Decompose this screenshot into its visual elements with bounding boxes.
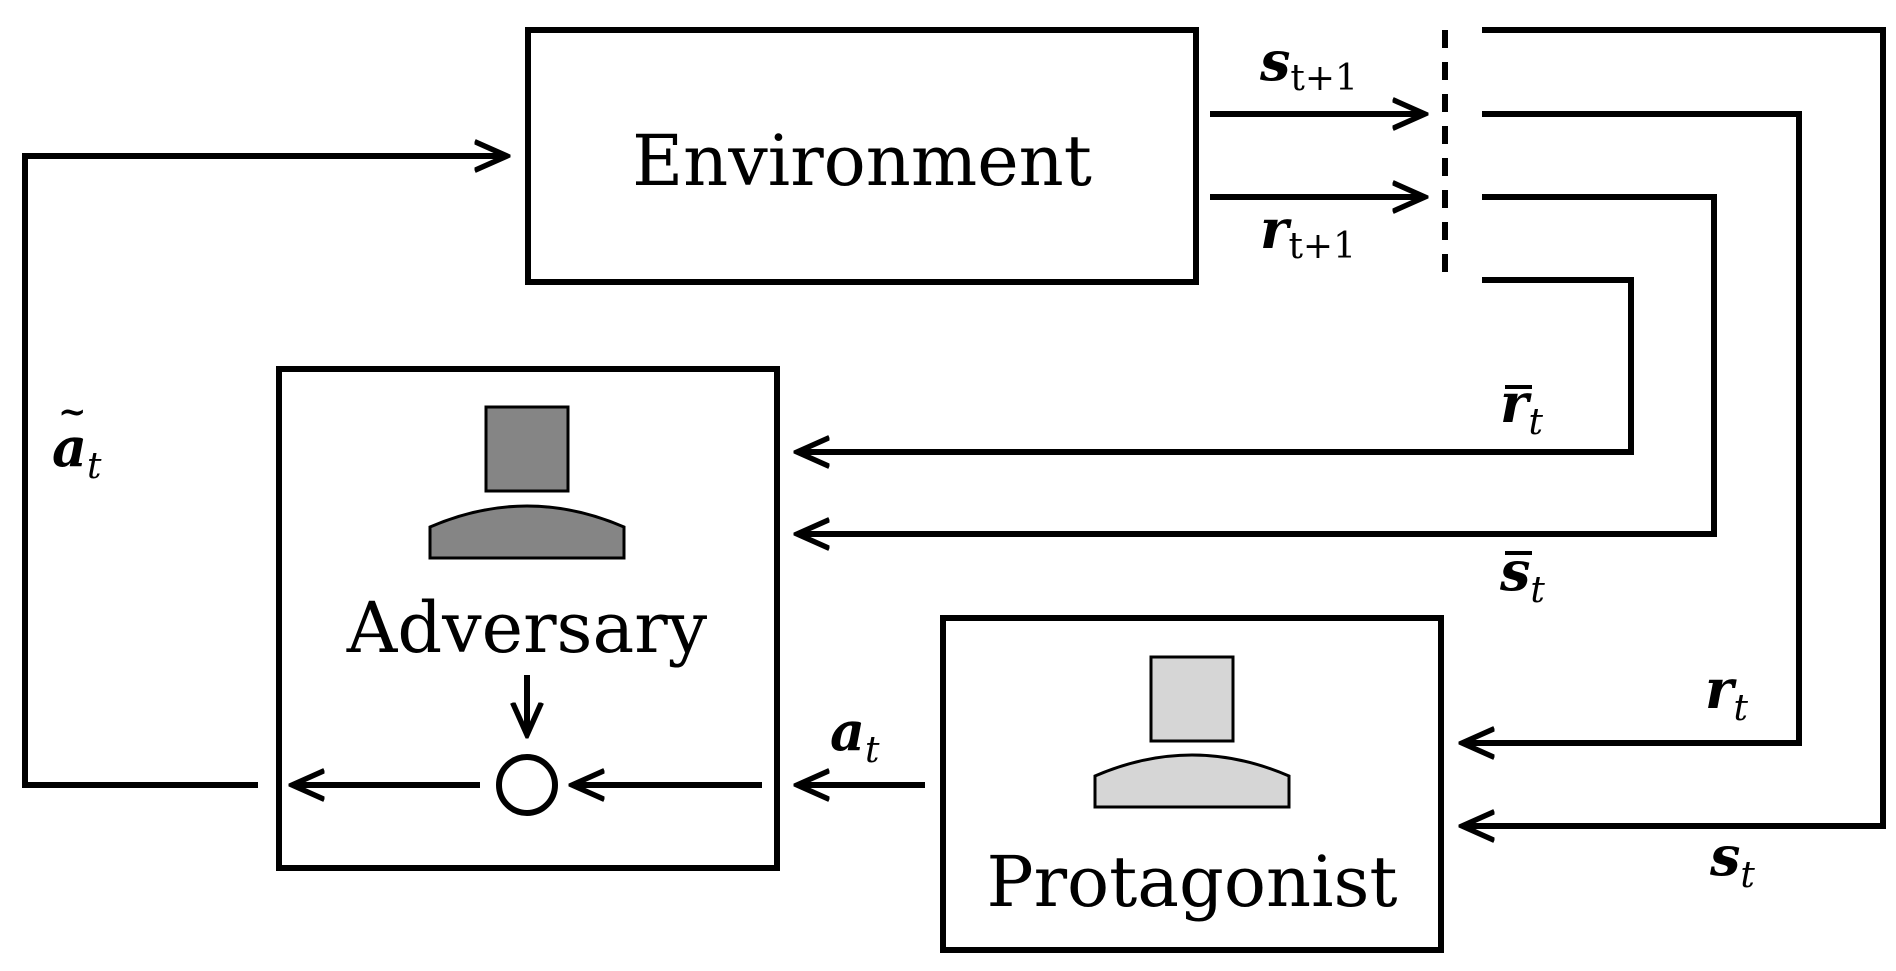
- r-next-label: rt+1: [1260, 197, 1356, 267]
- a-t-label: at: [830, 699, 880, 771]
- s-next-label: st+1: [1259, 29, 1358, 99]
- s-bar-label: st: [1499, 539, 1545, 611]
- r-t-label: rt: [1705, 657, 1748, 729]
- person-icon: [1093, 655, 1291, 809]
- svg-text:rt: rt: [1500, 371, 1543, 443]
- protagonist-node: Protagonist: [940, 615, 1444, 953]
- protagonist-box: [940, 615, 1444, 953]
- r-bar-path: [797, 277, 1634, 452]
- r-t-path: [1462, 111, 1802, 743]
- r-bar-label: rt: [1500, 371, 1543, 443]
- svg-text:~: ~: [58, 392, 87, 432]
- adversary-box: [276, 366, 780, 871]
- s-t-path: [1462, 27, 1886, 826]
- svg-text:at: at: [52, 415, 102, 487]
- environment-node: Environment: [525, 27, 1199, 285]
- a-tilde-label: ~ at: [52, 392, 102, 487]
- a-tilde-path: [22, 156, 507, 788]
- environment-label: Environment: [632, 120, 1092, 202]
- adversary-node: Adversary: [276, 366, 780, 871]
- environment-box: [525, 27, 1199, 285]
- s-t-label: st: [1709, 824, 1755, 896]
- combiner-node: [496, 754, 558, 816]
- svg-text:st: st: [1499, 539, 1545, 611]
- s-bar-path: [797, 194, 1717, 534]
- person-icon: [428, 405, 626, 560]
- adversary-label: Adversary: [346, 587, 708, 669]
- protagonist-label: Protagonist: [986, 841, 1397, 923]
